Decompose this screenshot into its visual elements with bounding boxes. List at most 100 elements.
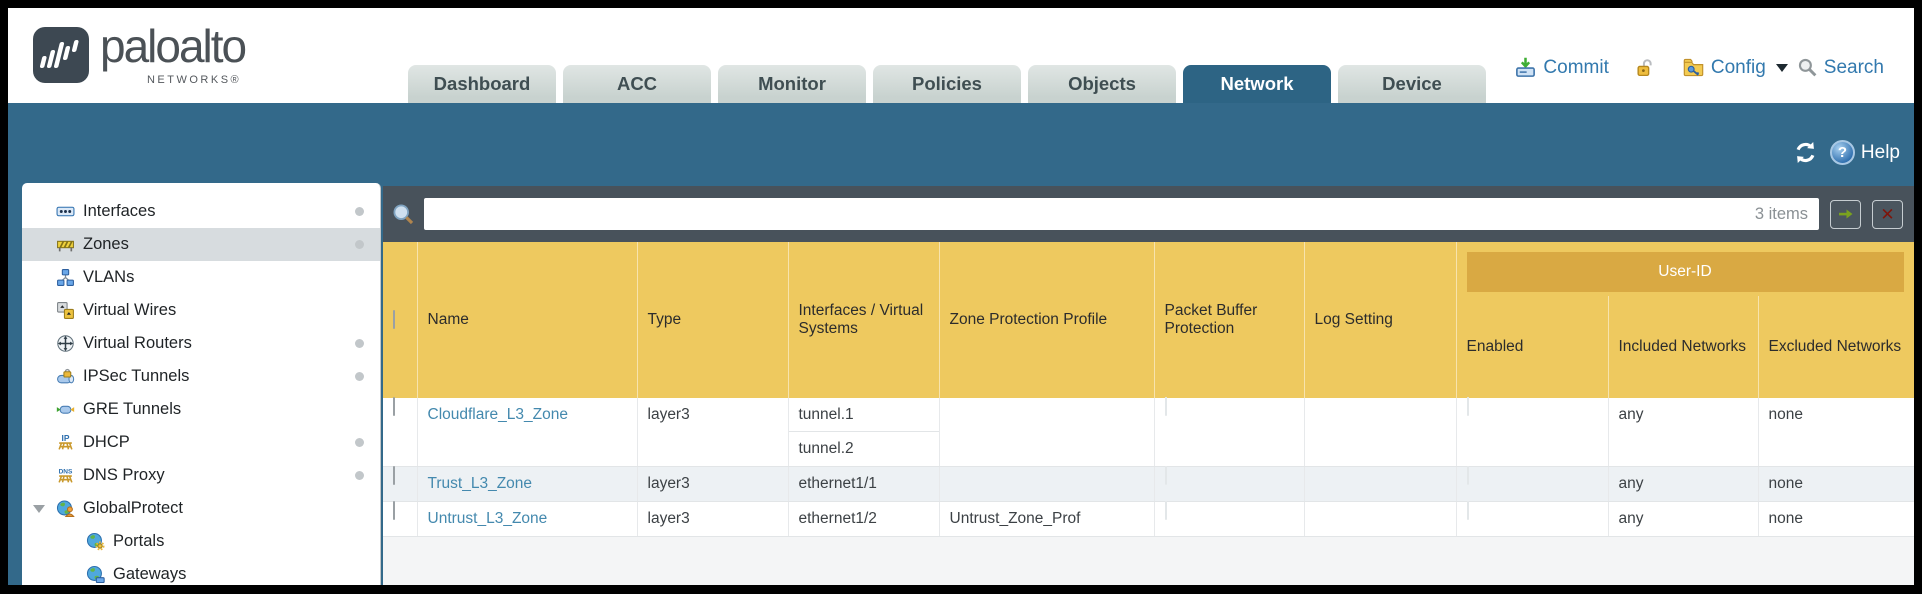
- sidebar-item-label: VLANs: [83, 268, 135, 286]
- user-id-group-header: User-ID: [1456, 242, 1914, 296]
- network-sidebar: Interfaces Zones VLANs: [22, 183, 381, 585]
- config-icon: [1683, 58, 1704, 77]
- column-header-packet-buffer[interactable]: Packet Buffer Protection: [1154, 242, 1305, 398]
- sidebar-item-label: DHCP: [83, 433, 130, 451]
- packet-buffer-checkbox[interactable]: [1164, 397, 1167, 416]
- sidebar-item-gateways[interactable]: Gateways: [22, 558, 380, 585]
- row-checkbox[interactable]: [393, 397, 395, 416]
- zone-name-link[interactable]: Untrust_L3_Zone: [427, 510, 548, 527]
- column-header-zone-protection[interactable]: Zone Protection Profile: [939, 242, 1155, 398]
- clear-filter-button[interactable]: ✕: [1872, 199, 1903, 229]
- zone-protection-profile: [950, 467, 1144, 501]
- sidebar-item-label: DNS Proxy: [83, 466, 165, 484]
- sidebar-item-ipsec-tunnels[interactable]: IPSec Tunnels: [22, 360, 380, 393]
- brand-name: paloalto: [100, 20, 247, 72]
- items-count: 3 items: [1754, 204, 1808, 223]
- virtual-routers-icon: [57, 335, 74, 352]
- help-label: Help: [1860, 141, 1900, 163]
- user-id-group-label: User-ID: [1466, 252, 1904, 292]
- clear-x-icon: ✕: [1880, 204, 1895, 224]
- config-menu-button[interactable]: Config: [1682, 56, 1788, 79]
- table-row: Cloudflare_L3_Zone layer3 tunnel.1 tunne…: [383, 397, 1914, 467]
- tab-policies[interactable]: Policies: [873, 65, 1021, 103]
- search-label: Search: [1823, 56, 1884, 78]
- filter-input[interactable]: 3 items: [424, 198, 1819, 230]
- dhcp-icon-text: IP: [62, 433, 70, 443]
- paloalto-logo-icon: [33, 27, 89, 83]
- help-icon[interactable]: ?: [1829, 140, 1855, 165]
- unlock-icon[interactable]: [1635, 57, 1656, 78]
- tab-device[interactable]: Device: [1338, 65, 1486, 103]
- tab-objects[interactable]: Objects: [1028, 65, 1176, 103]
- commit-button[interactable]: Commit: [1514, 56, 1609, 79]
- included-networks: any: [1618, 475, 1644, 492]
- app-window: paloalto NETWORKS® Dashboard ACC Monitor…: [8, 8, 1914, 585]
- tab-acc[interactable]: ACC: [563, 65, 711, 103]
- sidebar-item-label: Portals: [113, 532, 165, 550]
- sidebar-item-label: GRE Tunnels: [83, 400, 182, 418]
- zone-name-link[interactable]: Cloudflare_L3_Zone: [427, 406, 568, 423]
- column-header-log-setting[interactable]: Log Setting: [1304, 242, 1457, 398]
- column-header-name[interactable]: Name: [417, 242, 638, 398]
- sidebar-item-dns-proxy[interactable]: DNS DNS Proxy: [22, 459, 380, 492]
- zones-content-panel: 3 items ✕: [383, 186, 1914, 585]
- global-search-button[interactable]: Search: [1797, 57, 1884, 79]
- column-header-included-networks[interactable]: Included Networks: [1608, 296, 1759, 398]
- row-checkbox[interactable]: [393, 466, 395, 485]
- brand-sub: NETWORKS®: [146, 74, 242, 86]
- apply-filter-button[interactable]: [1830, 199, 1861, 229]
- column-header-interfaces[interactable]: Interfaces / Virtual Systems: [788, 242, 940, 398]
- sidebar-item-dhcp[interactable]: IP DHCP: [22, 426, 380, 459]
- packet-buffer-checkbox[interactable]: [1164, 466, 1167, 485]
- excluded-networks: none: [1768, 510, 1803, 527]
- zone-interface: tunnel.1: [788, 398, 939, 432]
- sidebar-item-label: Gateways: [113, 565, 187, 583]
- interfaces-icon: [56, 206, 75, 217]
- status-dot: [355, 471, 364, 480]
- refresh-icon[interactable]: [1793, 140, 1818, 165]
- zones-table: Name Type Interfaces / Virtual Systems Z…: [383, 242, 1914, 537]
- globalprotect-icon: [56, 500, 75, 517]
- sidebar-item-globalprotect[interactable]: GlobalProtect: [22, 492, 380, 525]
- sidebar-item-label: Zones: [83, 235, 129, 253]
- sidebar-item-label: IPSec Tunnels: [83, 367, 190, 385]
- sidebar-item-interfaces[interactable]: Interfaces: [22, 195, 380, 228]
- select-all-header[interactable]: [383, 242, 418, 398]
- ipsec-tunnels-icon: [57, 368, 75, 384]
- column-header-enabled[interactable]: Enabled: [1456, 296, 1609, 398]
- zone-interface: ethernet1/2: [798, 510, 877, 527]
- config-label: Config: [1710, 56, 1766, 78]
- sidebar-item-vlans[interactable]: VLANs: [22, 261, 380, 294]
- tab-monitor[interactable]: Monitor: [718, 65, 866, 103]
- filter-toolbar: 3 items ✕: [383, 186, 1914, 242]
- user-id-enabled-checkbox[interactable]: [1466, 397, 1469, 416]
- sidebar-item-portals[interactable]: Portals: [22, 525, 380, 558]
- status-dot: [355, 438, 364, 447]
- gre-tunnels-icon: [56, 405, 75, 414]
- sidebar-item-zones[interactable]: Zones: [22, 228, 380, 261]
- select-all-checkbox[interactable]: [393, 310, 395, 329]
- packet-buffer-checkbox[interactable]: [1164, 501, 1167, 520]
- sidebar-item-label: Virtual Routers: [83, 334, 192, 352]
- user-id-enabled-checkbox[interactable]: [1466, 466, 1469, 485]
- help-icon-glyph: ?: [1837, 144, 1847, 161]
- sidebar-item-gre-tunnels[interactable]: GRE Tunnels: [22, 393, 380, 426]
- tab-dashboard[interactable]: Dashboard: [408, 65, 556, 103]
- sidebar-item-virtual-routers[interactable]: Virtual Routers: [22, 327, 380, 360]
- main-nav-tabs: Dashboard ACC Monitor Policies Objects N…: [408, 65, 1486, 103]
- row-checkbox[interactable]: [393, 501, 395, 520]
- log-setting: [1315, 502, 1446, 536]
- zone-name-link[interactable]: Trust_L3_Zone: [427, 475, 533, 492]
- dns-proxy-icon-text: DNS: [59, 468, 73, 475]
- excluded-networks: none: [1768, 406, 1803, 423]
- portals-icon: [86, 532, 105, 551]
- user-id-enabled-checkbox[interactable]: [1466, 501, 1469, 520]
- sidebar-item-virtual-wires[interactable]: Virtual Wires: [22, 294, 380, 327]
- tab-network[interactable]: Network: [1183, 65, 1331, 103]
- collapse-triangle-icon[interactable]: [33, 505, 45, 513]
- column-header-excluded-networks[interactable]: Excluded Networks: [1758, 296, 1914, 398]
- column-header-type[interactable]: Type: [637, 242, 789, 398]
- top-action-bar: Commit Config: [1514, 56, 1884, 79]
- filter-search-icon: [393, 204, 414, 224]
- zone-protection-profile: Untrust_Zone_Prof: [949, 510, 1081, 527]
